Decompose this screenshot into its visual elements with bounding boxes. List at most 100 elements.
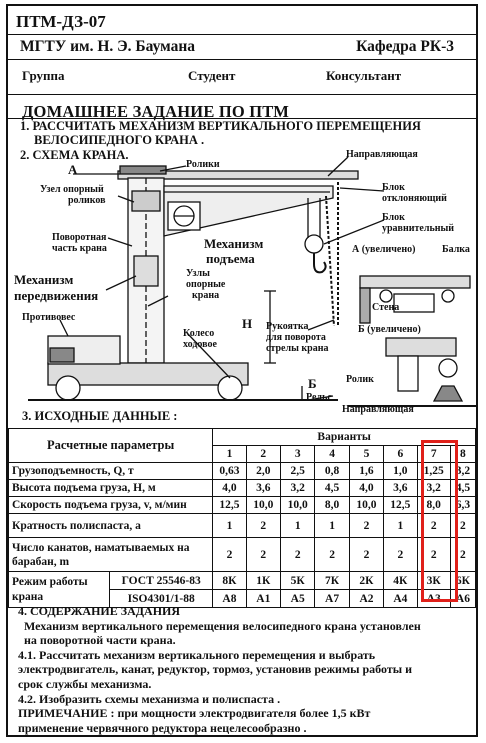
cell: 4,5: [314, 479, 350, 497]
label-lift-mech-2: подъема: [206, 251, 255, 266]
cell: 2К: [348, 571, 385, 590]
table-row: Кратность полиспаста, а 1 2 1 1 2 1 2 2: [7, 513, 477, 538]
label-counterweight: Противовес: [22, 312, 76, 323]
cell: 4,0: [348, 479, 385, 497]
label-support-rollers-2: роликов: [68, 195, 106, 206]
crane-diagram: [28, 156, 476, 407]
divider: [8, 118, 476, 119]
variant-number: 2: [245, 445, 282, 463]
table-row: Число канатов, наматываемых на барабан, …: [7, 537, 477, 572]
cell: 3,6: [245, 479, 282, 497]
label-eq-block-2: уравнительный: [382, 223, 455, 234]
cell: 2: [348, 513, 385, 538]
content-line: электродвигатель, канат, редуктор, тормо…: [18, 662, 413, 677]
cell: 3,2: [279, 479, 316, 497]
page-title: ДОМАШНЕЕ ЗАДАНИЕ ПО ПТМ: [22, 102, 290, 121]
row-label: Скорость подъема груза, v, м/мин: [7, 496, 214, 514]
row-label-line-1: Число канатов, наматываемых на: [12, 541, 190, 554]
cell: 2: [212, 537, 247, 572]
variant-number: 1: [212, 445, 247, 463]
label-handle-1: Рукоятка: [266, 321, 309, 332]
table-row: Высота подъема груза, Н, м 4,0 3,6 3,2 4…: [7, 479, 477, 497]
highlight-variant-7: [421, 440, 458, 602]
assignment-sheet: ПТМ-ДЗ-07 МГТУ им. Н. Э. Баумана Кафедра…: [6, 4, 478, 737]
label-support-units-3: крана: [192, 290, 220, 301]
variant-number: 3: [279, 445, 316, 463]
content-note: ПРИМЕЧАНИЕ : при мощности электродвигате…: [18, 706, 371, 721]
label-support-units-2: опорные: [186, 279, 226, 290]
label-support-rollers-1: Узел опорный: [40, 184, 104, 195]
gost-label: ГОСТ 25546-83: [109, 571, 214, 590]
cell: 1: [279, 513, 316, 538]
student-label: Студент: [188, 68, 236, 83]
label-rotary-part-2: часть крана: [52, 243, 107, 254]
content-line: 4.1. Рассчитать механизм вертикального п…: [18, 647, 376, 662]
label-travel-mech-2: передвижения: [14, 288, 99, 303]
assignment-content: 4. СОДЕРЖАНИЕ ЗАДАНИЯ Механизм вертикаль…: [18, 604, 473, 735]
group-label: Группа: [22, 68, 65, 83]
content-line: срок службы механизма.: [18, 676, 152, 691]
variant-number: 4: [314, 445, 350, 463]
label-wheel-2: ходовое: [183, 339, 217, 350]
row-label-line-2: барабан, m: [12, 555, 70, 568]
cell: 0,63: [212, 462, 247, 480]
label-support-units-1: Узлы: [186, 268, 210, 279]
label-handle-3: стрелы крана: [266, 343, 329, 354]
cell: 2: [348, 537, 385, 572]
cell: 10,0: [279, 496, 316, 514]
row-label: Число канатов, наматываемых на барабан, …: [7, 537, 214, 572]
university-name: МГТУ им. Н. Э. Баумана: [20, 38, 196, 55]
cell: 2: [279, 537, 316, 572]
table-row: ISO4301/1-88 А8 А1 А5 А7 А2 А4 А3 А6: [9, 589, 477, 608]
row-label: Грузоподъемность, Q, т: [7, 462, 214, 480]
iso-label: ISO4301/1-88: [109, 589, 214, 608]
label-beam: Балка: [442, 244, 470, 255]
task-1-line-2: ВЕЛОСИПЕДНОГО КРАНА .: [34, 133, 205, 147]
label-handle-2: для поворота: [266, 332, 326, 343]
mode-label-line-1: Режим работы: [12, 575, 88, 588]
cell: 1,6: [348, 462, 385, 480]
label-travel-mech-1: Механизм: [14, 272, 74, 287]
cell: 1: [314, 513, 350, 538]
content-line: на поворотной части крана.: [24, 633, 176, 648]
label-a-arrow: А: [68, 162, 78, 177]
cell: 8К: [212, 571, 247, 590]
divider: [8, 34, 476, 35]
cell: 4,0: [212, 479, 247, 497]
label-guide-bottom: Направляющая: [342, 404, 414, 415]
label-b-enlarged: Б (увеличено): [358, 324, 421, 335]
cell: 0,8: [314, 462, 350, 480]
label-lift-mech-1: Механизм: [204, 236, 264, 251]
label-deflect-block-2: отклоняющий: [382, 193, 447, 204]
mode-label: Режим работы крана: [7, 571, 111, 608]
cell: А6: [449, 589, 477, 608]
table-row: Грузоподъемность, Q, т 0,63 2,0 2,5 0,8 …: [7, 462, 477, 480]
variant-number: 6: [383, 445, 418, 463]
cell: 2,0: [245, 462, 282, 480]
cell: 7К: [314, 571, 350, 590]
label-a-enlarged: А (увеличено): [352, 244, 416, 255]
content-note: применение червячного редуктора нецелесо…: [18, 720, 307, 735]
table-row: Режим работы крана ГОСТ 25546-83 8К 1К 5…: [7, 571, 477, 608]
cell: А5: [279, 589, 316, 608]
label-guide-top: Направляющая: [346, 149, 418, 160]
content-line: Механизм вертикального перемещения велос…: [24, 618, 421, 633]
task-3: 3. ИСХОДНЫЕ ДАННЫЕ :: [22, 409, 178, 423]
cell: 12,5: [383, 496, 418, 514]
label-rail: Рельс: [306, 392, 332, 403]
doc-code: ПТМ-ДЗ-07: [16, 12, 106, 31]
cell: А4: [383, 589, 418, 608]
label-roller: Ролик: [346, 374, 374, 385]
cell: 1,0: [383, 462, 418, 480]
cell: 3,6: [383, 479, 418, 497]
mode-label-line-2: крана: [12, 590, 44, 603]
row-label: Высота подъема груза, Н, м: [7, 479, 214, 497]
task-2: 2. СХЕМА КРАНА.: [20, 148, 129, 162]
cell: 4К: [383, 571, 418, 590]
variant-number: 5: [348, 445, 385, 463]
cell: 2: [245, 513, 282, 538]
label-h-dimension: Н: [242, 316, 253, 331]
cell: 2: [314, 537, 350, 572]
header-params: Расчетные параметры: [7, 428, 214, 463]
divider: [8, 94, 476, 95]
